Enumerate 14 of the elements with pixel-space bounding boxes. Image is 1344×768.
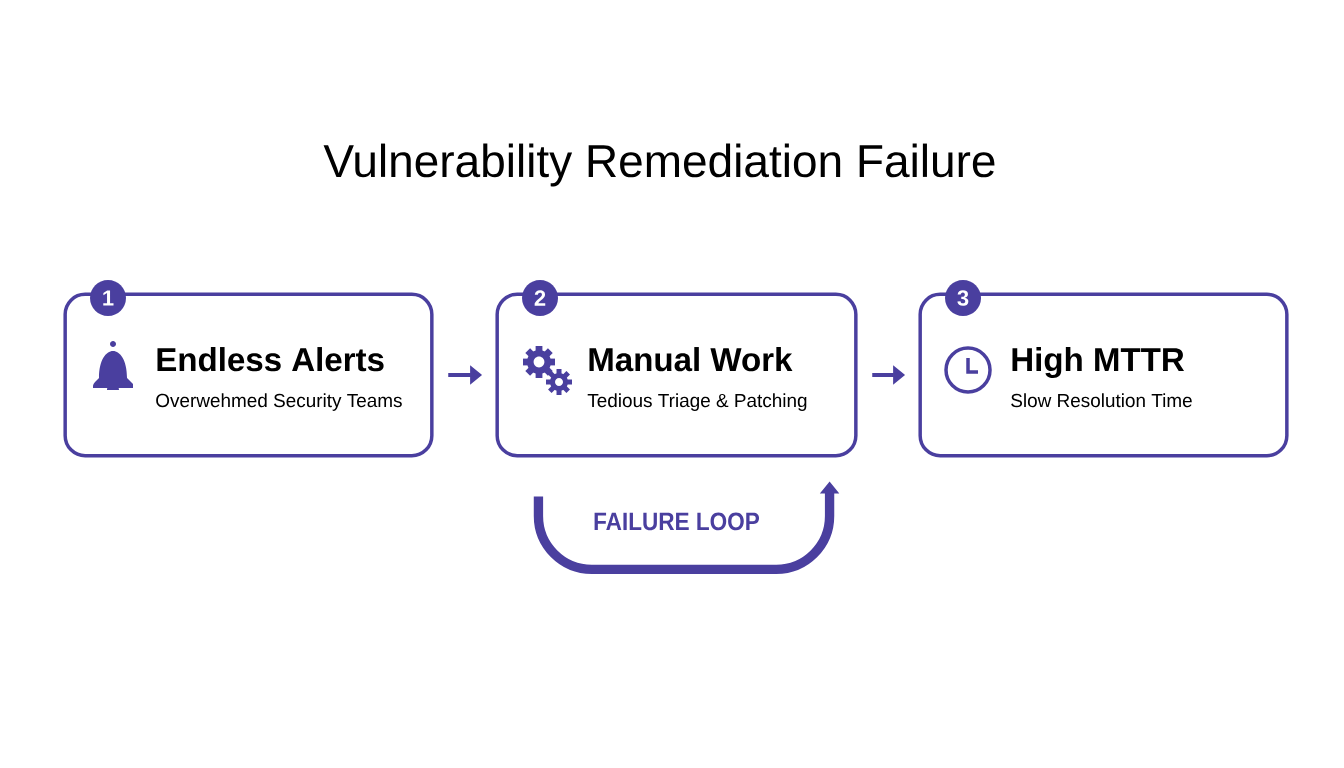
step-heading: Endless Alerts bbox=[157, 347, 384, 372]
number-badge: 3 bbox=[945, 280, 981, 316]
step-heading: Manual Work bbox=[589, 347, 793, 372]
step-subtitle: Slow Resolution Time bbox=[1011, 393, 1192, 408]
step-subtitle: Overwehmed Security Teams bbox=[156, 393, 402, 411]
loop-label: FAILURE LOOP bbox=[594, 512, 760, 531]
number-badge: 1 bbox=[90, 280, 126, 316]
step-subtitle: Tedious Triage & Patching bbox=[587, 393, 807, 411]
step-box bbox=[918, 280, 1289, 458]
step-box bbox=[495, 280, 858, 458]
number-badge: 2 bbox=[522, 280, 558, 316]
step-heading: High MTTR bbox=[1012, 347, 1185, 378]
step-box bbox=[63, 280, 434, 458]
title: Vulnerability Remediation Failure bbox=[323, 143, 995, 187]
